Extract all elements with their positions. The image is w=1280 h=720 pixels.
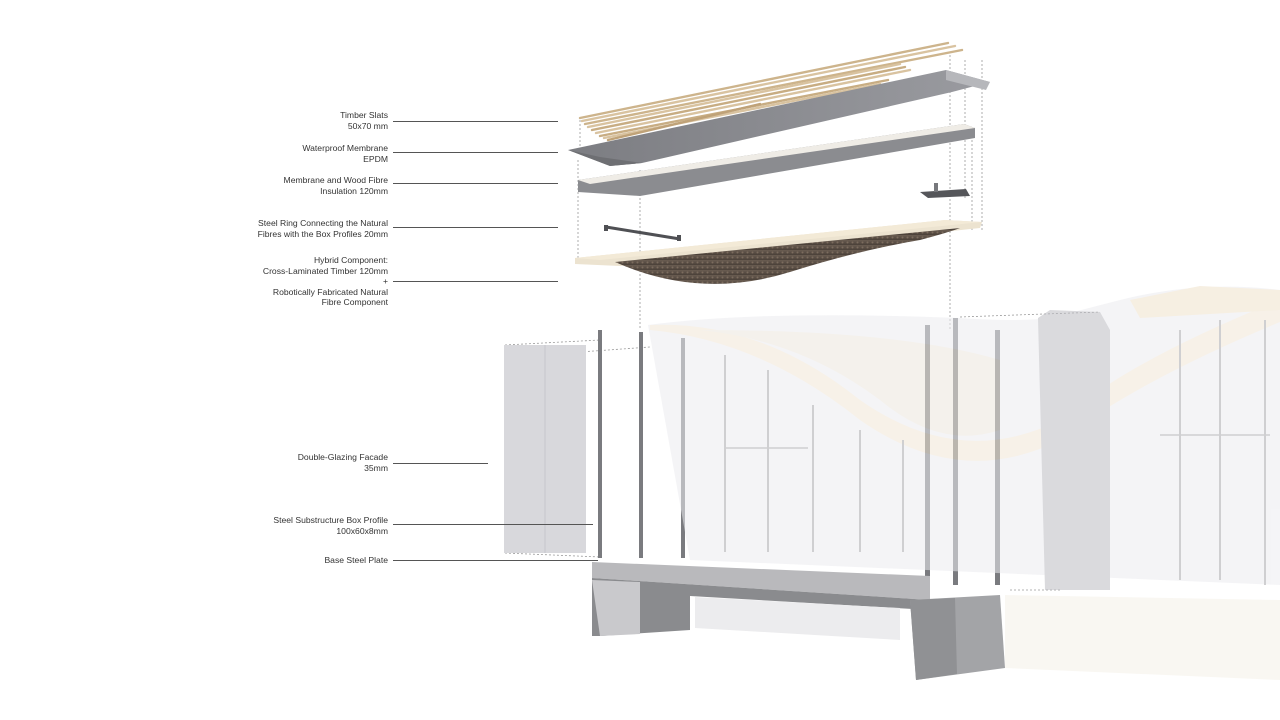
hybrid-component xyxy=(575,220,982,284)
assembled-pavilion-ghost xyxy=(648,286,1280,590)
timber-slats-component xyxy=(578,41,964,142)
label-insulation: Membrane and Wood Fibre Insulation 120mm xyxy=(283,175,388,196)
label-steel-ring: Steel Ring Connecting the Natural Fibres… xyxy=(257,218,388,239)
label-hybrid-component: Hybrid Component: Cross-Laminated Timber… xyxy=(262,255,388,308)
label-waterproof-membrane: Waterproof Membrane EPDM xyxy=(302,143,388,164)
leader-line-insulation xyxy=(393,183,558,184)
leader-line-base-plate xyxy=(393,560,598,561)
label-double-glazing: Double-Glazing Facade 35mm xyxy=(297,452,388,473)
leader-line-double-glazing xyxy=(393,463,488,464)
label-box-profile: Steel Substructure Box Profile 100x60x8m… xyxy=(273,515,388,536)
insulation-component xyxy=(578,124,975,196)
double-glazing-panel xyxy=(504,345,586,553)
leader-line-waterproof-membrane xyxy=(393,152,558,153)
leader-line-box-profile xyxy=(393,524,593,525)
leader-line-timber-slats xyxy=(393,121,558,122)
leader-line-steel-ring xyxy=(393,227,558,228)
label-timber-slats: Timber Slats 50x70 mm xyxy=(340,110,388,131)
leader-line-hybrid-component xyxy=(393,281,558,282)
steel-ring-brackets xyxy=(604,183,970,241)
waterproof-membrane-component xyxy=(568,70,990,166)
label-base-plate: Base Steel Plate xyxy=(324,555,388,565)
concrete-base xyxy=(592,562,1280,680)
